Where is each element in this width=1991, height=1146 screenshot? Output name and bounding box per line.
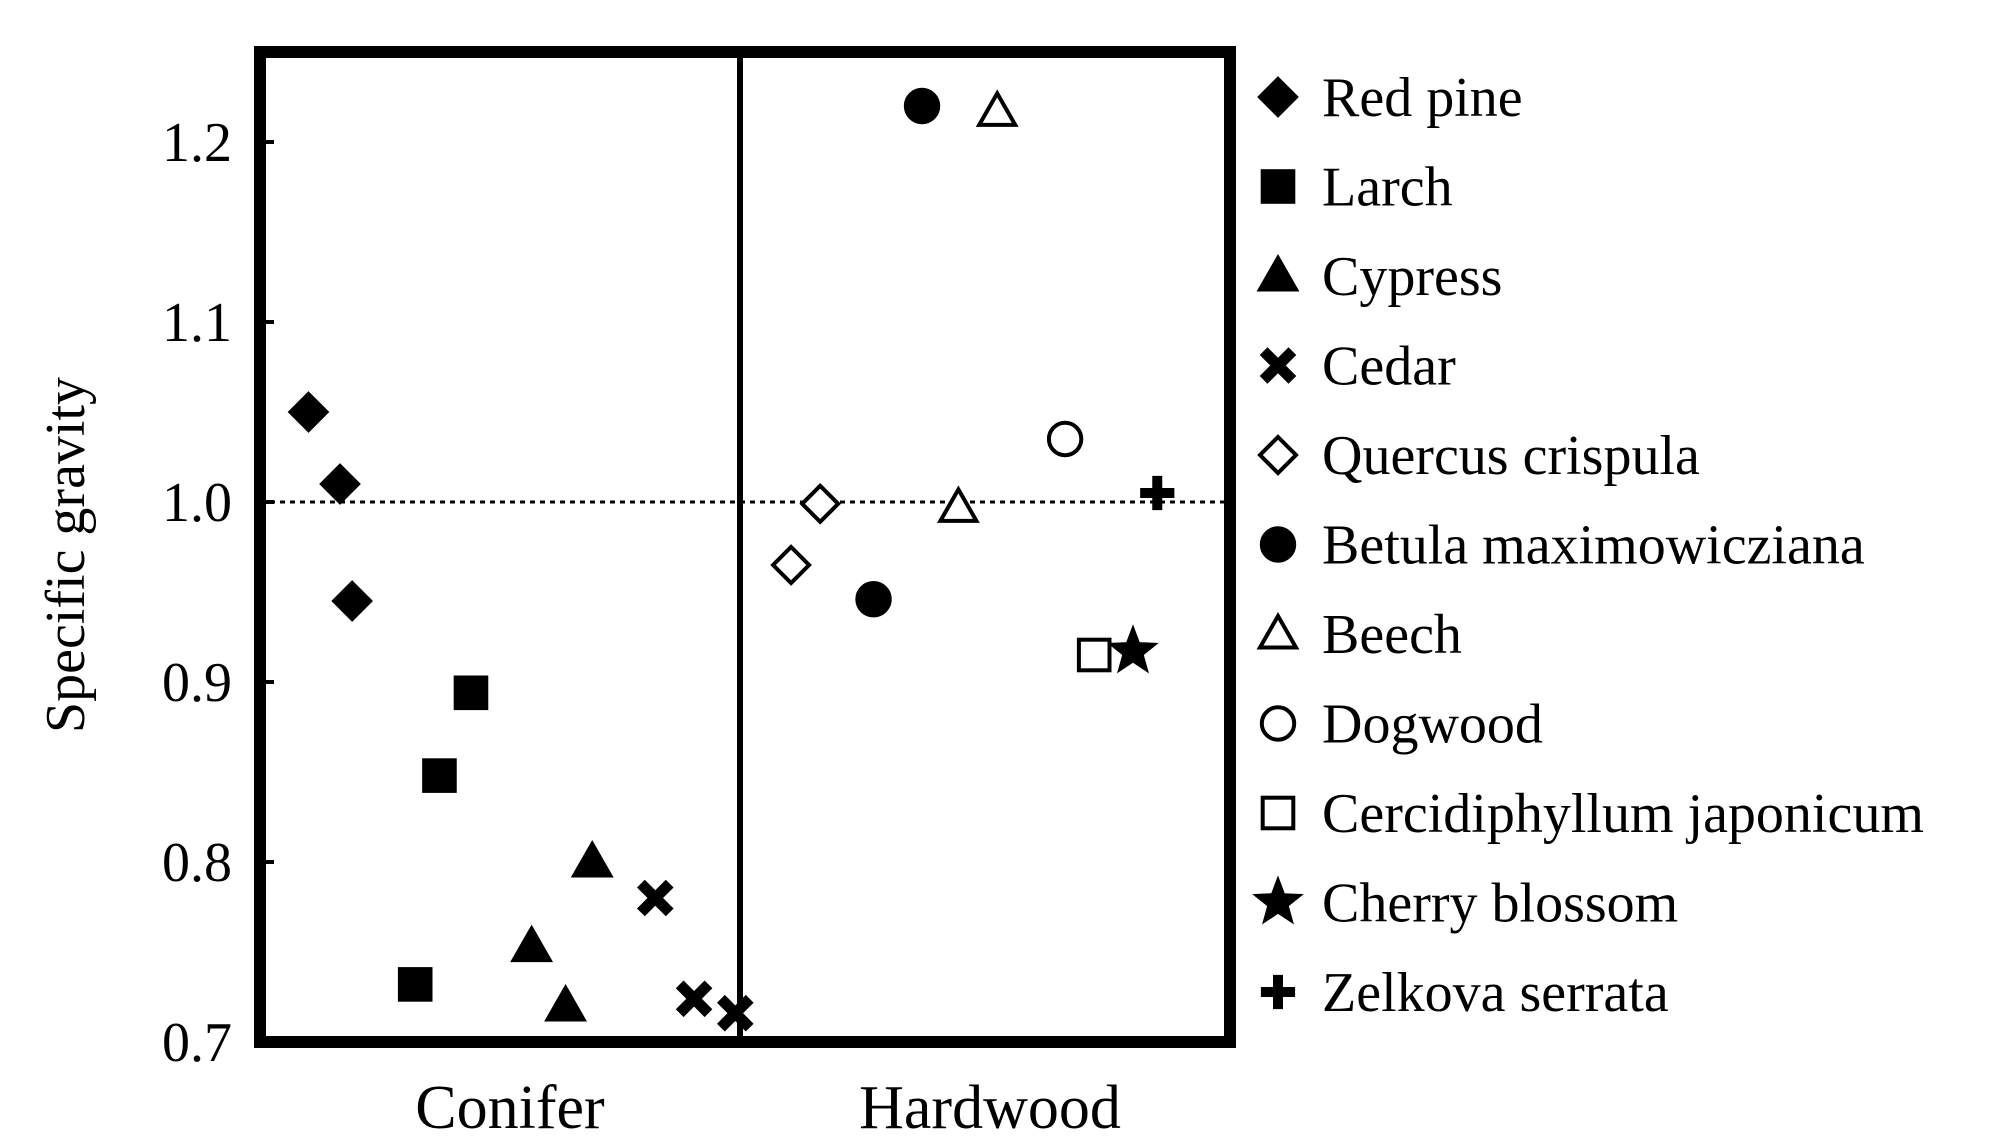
point-cercidiphyllum-japonicum-1	[1076, 637, 1112, 673]
data-points-layer	[287, 87, 1175, 1032]
legend-marker-cedar	[1259, 347, 1297, 384]
point-zelkova-serrata-1	[1140, 475, 1175, 511]
point-cypress-1	[570, 839, 614, 878]
point-betula-maximowicziana-1	[903, 87, 941, 125]
group-label-hardwood: Hardwood	[859, 1074, 1121, 1142]
point-cedar-1	[636, 879, 674, 917]
legend-marker-cherry-blossom	[1252, 875, 1304, 925]
plot-frame-layer	[254, 46, 1236, 1048]
point-beech-1	[975, 89, 1019, 127]
legend-label-dogwood: Dogwood	[1322, 694, 1543, 756]
point-quercus-crispula-1	[770, 544, 812, 586]
y-tick-label: 0.7	[162, 1012, 232, 1074]
point-larch-2	[422, 758, 457, 793]
point-quercus-crispula-2	[799, 482, 842, 525]
group-labels: Conifer Hardwood	[415, 1074, 1121, 1142]
y-tick-label: 1.0	[162, 472, 232, 534]
legend-label-beech: Beech	[1322, 604, 1462, 666]
legend-label-quercus-crispula: Quercus crispula	[1322, 425, 1700, 487]
point-red-pine-1	[287, 391, 330, 433]
point-betula-maximowicziana-2	[855, 581, 892, 618]
legend-marker-cypress	[1256, 253, 1300, 292]
y-tick-label: 1.1	[162, 292, 232, 354]
y-tick-label: 0.8	[162, 832, 232, 894]
point-larch-1	[453, 675, 489, 711]
y-tick-label: 0.9	[162, 652, 232, 714]
point-cedar-3	[717, 994, 754, 1032]
point-cedar-2	[675, 980, 713, 1018]
y-axis-label: Specific gravity	[35, 377, 97, 733]
legend-label-larch: Larch	[1322, 157, 1453, 219]
point-cherry-blossom-1	[1107, 624, 1159, 674]
legend-label-cercidiphyllum-japonicum: Cercidiphyllum japonicum	[1322, 783, 1924, 845]
group-label-conifer: Conifer	[415, 1074, 605, 1142]
legend-label-cypress: Cypress	[1322, 246, 1502, 308]
y-axis-ticks: 0.7 0.8 0.9 1.0 1.1 1.2	[162, 112, 274, 1074]
y-tick-label: 1.2	[162, 112, 232, 174]
legend-marker-larch	[1260, 169, 1296, 204]
legend-marker-dogwood	[1259, 705, 1297, 742]
point-dogwood-1	[1046, 420, 1084, 458]
legend-label-zelkova-serrata: Zelkova serrata	[1322, 962, 1669, 1024]
legend-marker-zelkova-serrata	[1260, 974, 1296, 1010]
point-red-pine-2	[319, 463, 361, 505]
legend-label-cedar: Cedar	[1322, 336, 1456, 398]
point-cypress-3	[544, 983, 587, 1022]
legend-marker-cercidiphyllum-japonicum	[1260, 795, 1296, 831]
plot-frame	[254, 46, 1236, 1048]
point-red-pine-3	[331, 580, 373, 622]
legend-label-cherry-blossom: Cherry blossom	[1322, 873, 1678, 935]
legend-marker-betula-maximowicziana	[1259, 526, 1297, 563]
point-beech-2	[936, 485, 980, 523]
legend-label-red-pine: Red pine	[1322, 67, 1523, 129]
legend-marker-beech	[1256, 611, 1300, 650]
legend-label-betula-maximowicziana: Betula maximowicziana	[1322, 515, 1865, 577]
point-larch-3	[397, 967, 433, 1002]
point-cypress-2	[510, 924, 554, 963]
legend-marker-quercus-crispula	[1257, 434, 1299, 476]
legend-marker-red-pine	[1257, 76, 1299, 118]
